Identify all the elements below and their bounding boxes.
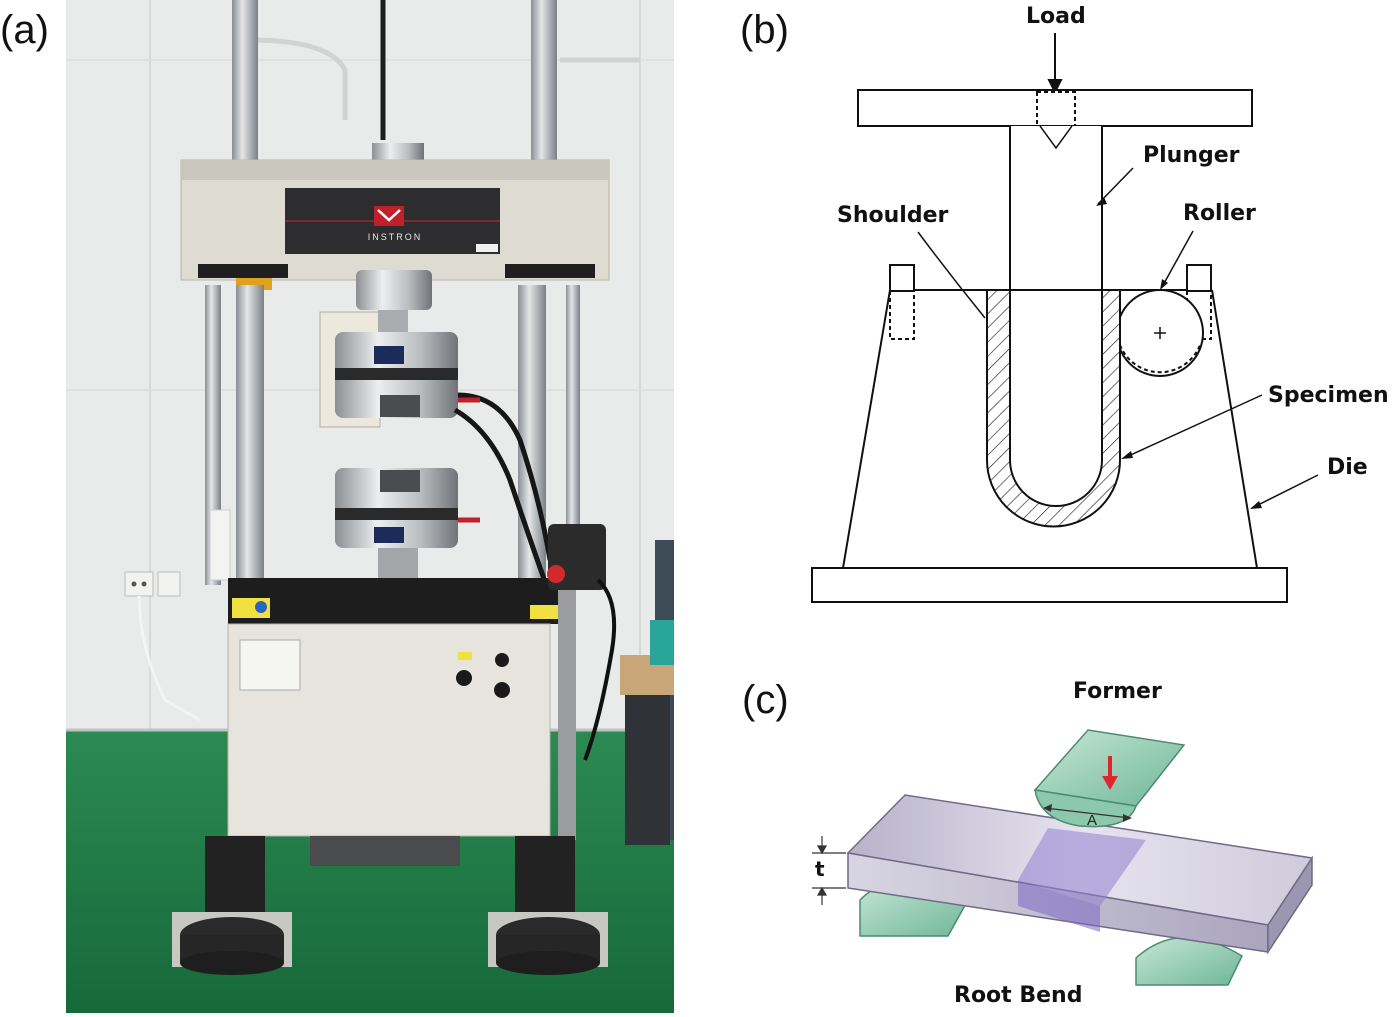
specimen-label: Specimen: [1268, 383, 1389, 408]
side-cabinet: [620, 540, 674, 845]
crosshead: INSTRON: [180, 159, 610, 290]
roller-leader: [1161, 230, 1194, 288]
bend-zone: [1018, 828, 1146, 906]
die-label: Die: [1327, 455, 1368, 480]
bend-fixture-diagram: [811, 33, 1319, 603]
former-nose: [1034, 789, 1137, 828]
brand-logo: INSTRON: [368, 232, 423, 242]
root-bend-illustration: A: [812, 729, 1314, 986]
former-dim-label: A: [1087, 812, 1097, 829]
die-leader: [1251, 474, 1319, 509]
shoulder-label: Shoulder: [837, 203, 949, 228]
crossbar: [857, 89, 1253, 127]
panel-label-c: (c): [742, 678, 789, 722]
right-upper-column: [531, 0, 557, 165]
load-arrowhead: [1047, 79, 1063, 95]
plunger-tip: [1039, 125, 1073, 150]
roller-label: Roller: [1183, 201, 1256, 226]
machine-base: [227, 578, 563, 866]
base-plate: [811, 567, 1288, 603]
machine-feet: [172, 836, 608, 975]
panel-label-b: (b): [740, 8, 789, 52]
thickness-label: t: [815, 857, 825, 881]
right-lower-column-outer: [566, 285, 580, 585]
load-cell: [356, 270, 432, 310]
wall-outlet: [124, 571, 201, 722]
force-arrowhead: [1102, 776, 1118, 790]
left-pin: [889, 264, 915, 292]
left-lower-column: [236, 285, 264, 585]
roller-hidden-arc: [1119, 344, 1201, 374]
former-label: Former: [1073, 679, 1162, 704]
panel-label-a: (a): [0, 8, 49, 52]
hand-controller: [547, 524, 617, 840]
right-lower-column: [518, 285, 546, 585]
plunger-label: Plunger: [1143, 143, 1240, 168]
upper-grip: [335, 332, 458, 418]
root-bend-label: Root Bend: [954, 983, 1083, 1008]
left-upper-column: [232, 0, 258, 165]
load-label: Load: [1026, 4, 1086, 29]
shoulder-leader: [917, 231, 986, 319]
thickness-dimension: [812, 836, 846, 905]
specimen-u: [986, 289, 1121, 528]
right-pin: [1186, 264, 1212, 292]
specimen-end-face: [1267, 855, 1313, 955]
specimen-leader: [1123, 394, 1263, 459]
left-pin-hidden: [889, 290, 915, 340]
